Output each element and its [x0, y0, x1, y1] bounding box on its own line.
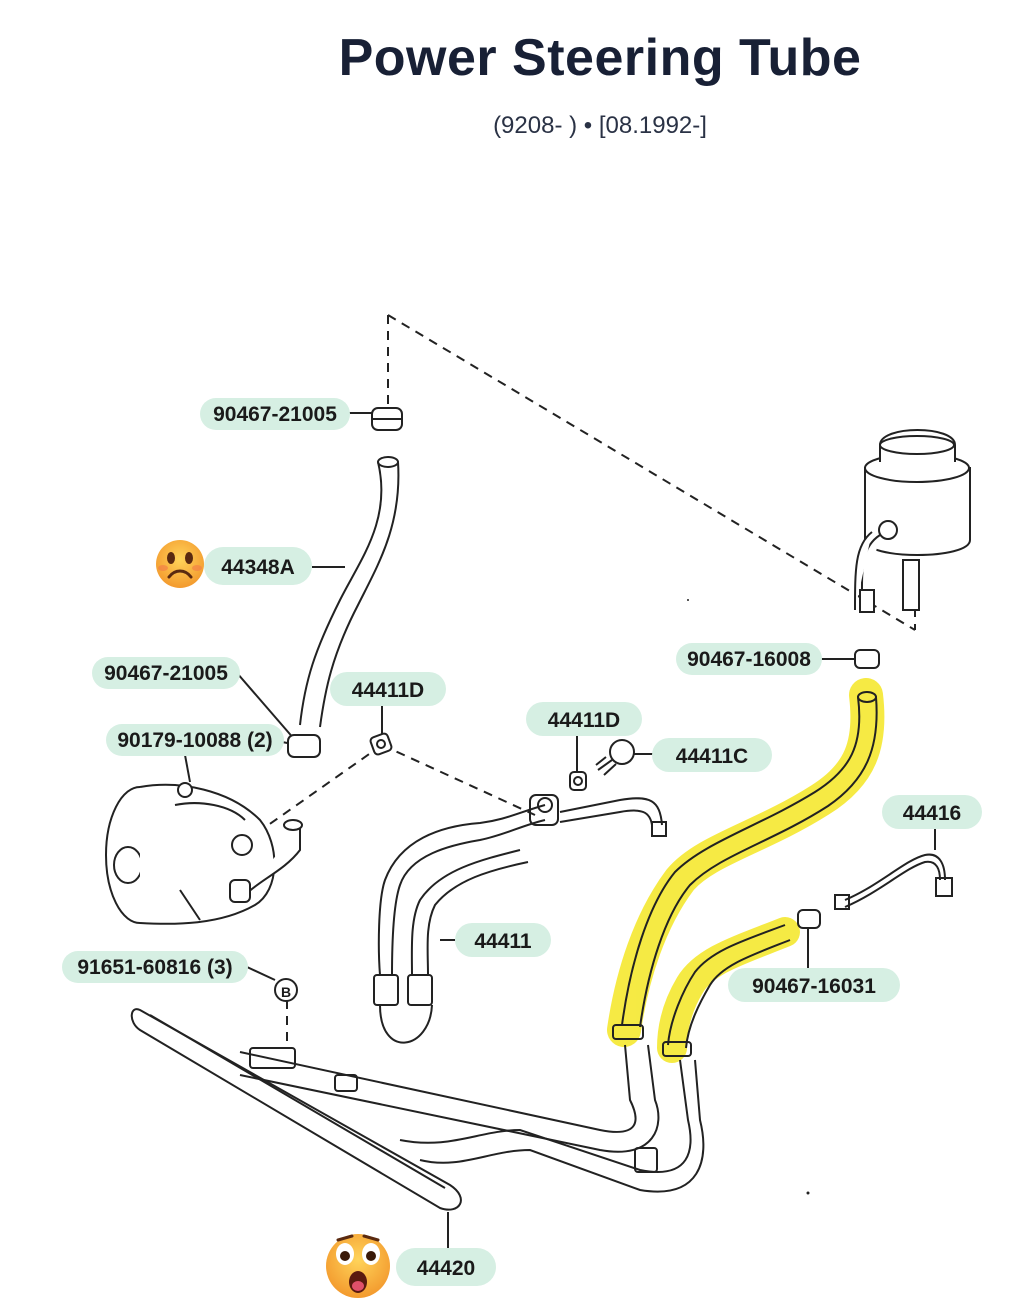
label-text: 44411 [474, 930, 532, 953]
label-text: 91651-60816 (3) [77, 956, 232, 979]
part-label-union-bolt[interactable]: 44411C [652, 738, 772, 772]
header: Power Steering Tube (9208- ) • [08.1992-… [0, 0, 1015, 170]
clamps [287, 407, 880, 929]
label-text: 90467-21005 [213, 403, 337, 426]
label-text: 90467-16031 [752, 975, 876, 998]
part-label-pressure-tube[interactable]: 44411 [455, 923, 551, 957]
part-label-clamp-top[interactable]: 90467-21005 [200, 398, 350, 430]
label-text: 90467-16008 [687, 648, 811, 671]
label-text: 44416 [903, 802, 961, 825]
surprised-face-emoji [326, 1234, 390, 1298]
part-label-clamp-low[interactable]: 90467-16031 [728, 968, 900, 1002]
part-label-cooler-tube[interactable]: 44420 [396, 1248, 496, 1286]
part-label-clamp-reservoir[interactable]: 90467-16008 [676, 643, 822, 675]
page-subtitle: (9208- ) • [08.1992-] [493, 112, 707, 139]
highlight-marks [607, 678, 885, 1063]
part-label-bolt-cooler[interactable]: 91651-60816 (3) [62, 951, 248, 983]
part-label-clamp-pump[interactable]: 90467-21005 [92, 657, 240, 689]
label-text: 90467-21005 [104, 662, 228, 685]
return-hose [299, 456, 400, 728]
label-text: 44420 [417, 1257, 475, 1280]
bolt-ref-marker: B [281, 984, 291, 1000]
part-label-tube-right[interactable]: 44416 [882, 795, 982, 829]
label-text: 44411D [352, 679, 424, 702]
part-label-bolt-pump[interactable]: 90179-10088 (2) [106, 724, 284, 756]
sad-face-emoji [156, 540, 204, 588]
part-label-gasket-right[interactable]: 44411D [526, 702, 642, 736]
page-title: Power Steering Tube [338, 29, 862, 87]
label-text: 44411D [548, 709, 620, 732]
reservoir [854, 429, 971, 613]
part-label-hose-return[interactable]: 44348A [204, 547, 312, 585]
pump [105, 782, 303, 925]
label-text: 44348A [221, 556, 295, 579]
part-label-gasket-left[interactable]: 44411D [330, 672, 446, 706]
pressure-tube [373, 794, 667, 1044]
cooler-tube [130, 1008, 705, 1211]
highlighted-hoses [612, 691, 878, 1057]
fittings [274, 732, 635, 1002]
tube-right [834, 853, 953, 910]
label-text: 44411C [676, 745, 748, 768]
label-text: 90179-10088 (2) [117, 729, 272, 752]
